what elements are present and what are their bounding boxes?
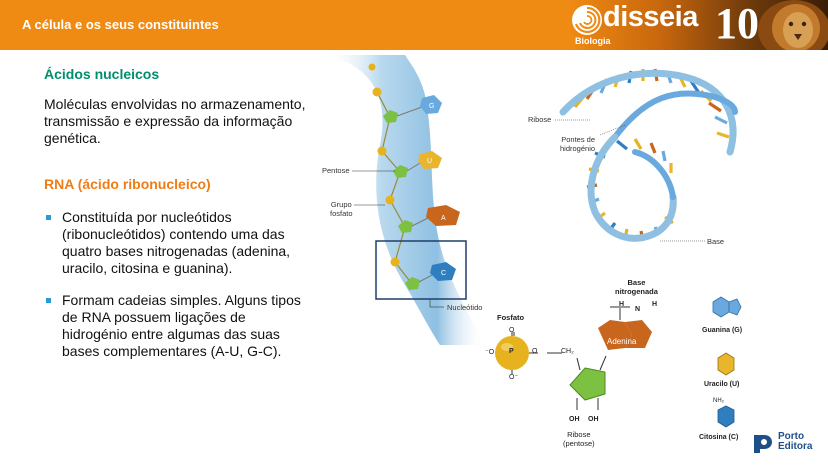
base-u-icon [418, 151, 442, 169]
guanine-label: Guanina (G) [702, 327, 743, 334]
phosphate-icon [377, 146, 387, 156]
atom-oh-2: OH [588, 416, 599, 423]
intro-text: Moléculas envolvidas no armazenamento, t… [44, 96, 306, 146]
base-label: Base [707, 237, 725, 246]
bullet-item: Formam cadeias simples. Alguns tipos de … [44, 292, 314, 360]
base-title: Base nitrogenada [615, 278, 658, 296]
adenine-name: Adenina [607, 337, 637, 346]
pentose-icon [405, 277, 420, 290]
atom-ch2: CH₂ [561, 348, 574, 355]
brand-logo: disseia Biologia 10 [570, 0, 828, 50]
helix-base-rung [716, 131, 730, 139]
publisher-line-1: Porto [778, 431, 805, 442]
base-g-label: G [429, 103, 434, 110]
adenine-ring-icon [625, 320, 652, 348]
phosphate-icon [385, 195, 395, 205]
brand-name: disseia [603, 1, 698, 33]
uracil-molecule-icon [717, 352, 735, 376]
phosphate-icon [390, 257, 400, 267]
spiral-logo-icon [572, 5, 602, 35]
bullet-marker-icon [46, 298, 51, 303]
helix-base-rung [661, 150, 667, 162]
helix-base-rung [649, 142, 657, 154]
atom-p: P [509, 348, 514, 355]
porto-editora-logo-icon [754, 435, 772, 453]
adenine-ring-icon [598, 320, 632, 350]
brand-subject: Biologia [575, 36, 611, 46]
nucleotide-structure [495, 306, 652, 410]
base-c-icon [430, 262, 456, 281]
base-g-icon [420, 95, 442, 114]
bullet-item: Constituída por nucleótidos (ribonucleót… [44, 209, 314, 277]
brand-grade: 10 [715, 0, 759, 48]
hbonds-label: Pontes de hidrogénio [560, 135, 596, 153]
bullet-text: Constituída por nucleótidos (ribonucleót… [62, 209, 291, 276]
nh2-label: NH₂ [713, 398, 724, 404]
phosphate-title: Fosfato [497, 313, 525, 322]
nucleotide-label: Nucleótido [447, 303, 483, 312]
atom-n: N [635, 306, 641, 313]
publisher-line-2: Editora [778, 441, 813, 452]
ribose-label: Ribose [528, 115, 552, 124]
phosphate-group-label: Grupo fosfato [330, 200, 353, 218]
atom-oh-1: OH [569, 416, 580, 423]
helix-base-rung [633, 138, 643, 150]
pentose-label: Pentose [322, 166, 350, 175]
helix-base-rung [714, 115, 728, 125]
nucleotide-highlight-box [375, 240, 467, 300]
rna-strand-diagram: G U A C [325, 55, 485, 345]
phosphate-icon [372, 87, 382, 97]
bullet-text: Formam cadeias simples. Alguns tipos de … [62, 292, 301, 359]
uracil-label: Uracilo (U) [704, 381, 740, 388]
cytosine-molecule-icon [717, 405, 735, 428]
header-bar: A célula e os seus constituintes disseia… [0, 0, 828, 50]
publisher-name: Porto Editora [778, 432, 812, 452]
cytosine-label: Citosina (C) [699, 434, 739, 441]
phosphate-icon [368, 63, 376, 71]
bullet-marker-icon [46, 215, 51, 220]
atom-o-left: ⁻O [485, 349, 495, 356]
rna-helix-diagram [559, 68, 738, 242]
pentose-icon [383, 110, 398, 123]
guanine-molecule-icon [712, 296, 742, 318]
helix-leader-lines [555, 119, 705, 242]
atom-h-2: H [652, 301, 658, 308]
base-a-icon [426, 205, 460, 226]
ribose-pentagon-icon [569, 367, 606, 401]
atom-o-top: O [509, 327, 515, 334]
base-u-label: U [427, 158, 432, 165]
atom-o-right: O [532, 348, 538, 355]
atom-o-bottom: O⁻ [509, 374, 519, 381]
lion-icon [758, 0, 828, 50]
helix-base-rung [708, 101, 722, 113]
ribose-title: Ribose (pentose) [563, 430, 595, 448]
page-title: A célula e os seus constituintes [22, 17, 219, 32]
base-c-label: C [441, 270, 446, 277]
pentose-icon [393, 165, 408, 178]
rna-subtitle: RNA (ácido ribonucleico) [44, 176, 211, 192]
section-title: Ácidos nucleicos [44, 66, 160, 82]
bullet-list: Constituída por nucleótidos (ribonucleót… [44, 209, 314, 375]
pentose-icon [398, 220, 413, 233]
atom-h-1: H [619, 301, 625, 308]
helix-base-rung [616, 139, 628, 151]
base-a-label: A [441, 215, 446, 222]
